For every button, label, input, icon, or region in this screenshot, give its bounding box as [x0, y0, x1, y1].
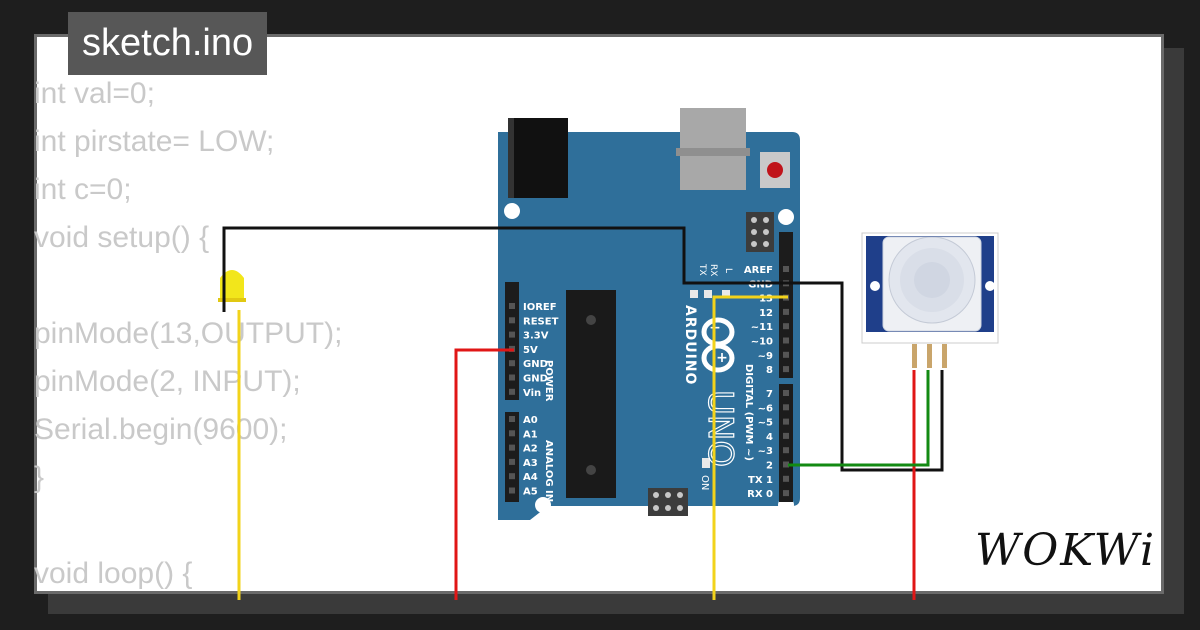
- header-pin[interactable]: [509, 303, 515, 309]
- pin-label: IOREF: [523, 302, 557, 313]
- digital-header-bottom[interactable]: [779, 384, 793, 502]
- pin-label: 12: [759, 308, 773, 319]
- header-pin[interactable]: [783, 475, 789, 482]
- model-label: UNO: [700, 390, 740, 467]
- header-pin[interactable]: [509, 374, 515, 381]
- header-pin[interactable]: [509, 388, 515, 395]
- header-pin[interactable]: [783, 266, 789, 272]
- pir-motion-sensor[interactable]: + D−: [861, 232, 999, 368]
- header-pin[interactable]: [783, 323, 789, 330]
- tx-label: TX: [697, 263, 707, 276]
- power-jack: [514, 118, 568, 198]
- pin-label: ~10: [751, 337, 773, 348]
- header-pin[interactable]: [783, 432, 789, 439]
- wire-gnd-black[interactable]: [222, 226, 944, 472]
- pin-label: GND: [523, 359, 548, 370]
- digital-title: DIGITAL (PWM ~): [743, 364, 754, 461]
- pin-label: A4: [523, 472, 538, 483]
- pin-label: ~11: [751, 322, 773, 333]
- code-line: int pirstate= LOW;: [34, 125, 275, 158]
- pin-label: 3.3V: [523, 331, 549, 342]
- pin-label: A1: [523, 429, 538, 440]
- header-pin[interactable]: [783, 404, 789, 411]
- code-line: int c=0;: [34, 173, 132, 206]
- code-line: void setup() {: [34, 221, 210, 254]
- pin-label: Vin: [523, 388, 541, 399]
- pin-label: A2: [523, 444, 538, 455]
- code-listing: int val=0; int pirstate= LOW; int c=0; void…: [34, 70, 342, 598]
- header-pin[interactable]: [783, 337, 789, 344]
- pin-label: ~9: [758, 351, 773, 362]
- arduino-logo-icon: [701, 317, 735, 373]
- header-pin[interactable]: [509, 458, 515, 465]
- sensor-pin-label: D: [926, 333, 934, 344]
- digital-header-top[interactable]: [779, 232, 793, 378]
- pin-label: 4: [766, 432, 773, 443]
- wire-5v-red[interactable]: [454, 348, 514, 600]
- header-pin[interactable]: [509, 416, 515, 422]
- header-pin[interactable]: [509, 331, 515, 338]
- l-label: L: [723, 268, 733, 273]
- code-line: void loop() {: [34, 557, 193, 590]
- header-pin[interactable]: [509, 360, 515, 367]
- header-pin[interactable]: [783, 390, 789, 396]
- pin-label: 7: [766, 389, 773, 400]
- sketch-title: sketch.ino: [68, 12, 268, 75]
- brand-label: ARDUINO: [682, 305, 698, 385]
- power-header[interactable]: [505, 282, 519, 400]
- pin-label: 2: [766, 461, 773, 472]
- code-line: int val=0;: [34, 77, 155, 110]
- pin-label: ~5: [758, 418, 773, 429]
- pin-label: GND: [748, 279, 773, 290]
- yellow-led[interactable]: [218, 270, 246, 302]
- sensor-pin-label: −: [941, 333, 949, 344]
- analog-header[interactable]: [505, 412, 519, 502]
- wire-signal-green[interactable]: [788, 370, 930, 467]
- pin-label: 8: [766, 365, 773, 376]
- header-pin[interactable]: [783, 418, 789, 425]
- arduino-uno-board[interactable]: − + ARDUINO UNO ON TX RX L POWER ANALOG …: [498, 108, 800, 520]
- pin-label: A3: [523, 458, 538, 469]
- pin-label: ~3: [758, 446, 773, 457]
- pin-label: A0: [523, 415, 538, 426]
- header-pin[interactable]: [509, 444, 515, 451]
- header-pin[interactable]: [783, 308, 789, 315]
- code-line: pinMode(13,OUTPUT);: [34, 317, 343, 350]
- header-pin[interactable]: [509, 487, 515, 494]
- pin-label: RX 0: [747, 489, 773, 500]
- code-line: Serial.begin(9600);: [34, 413, 288, 446]
- pin-label: GND: [523, 374, 548, 385]
- pin-label: ~6: [758, 403, 773, 414]
- header-pin[interactable]: [783, 447, 789, 454]
- pin-label: TX 1: [748, 475, 773, 486]
- svg-text:+: +: [716, 350, 728, 366]
- header-pin[interactable]: [509, 317, 515, 324]
- pin-label: A5: [523, 487, 538, 498]
- wokwi-logo: WOKWi: [975, 525, 1157, 576]
- header-pin[interactable]: [509, 473, 515, 480]
- pin-label: 5V: [523, 345, 538, 356]
- code-line: }: [34, 461, 45, 494]
- header-pin[interactable]: [509, 430, 515, 437]
- rx-label: RX: [708, 264, 718, 276]
- on-label: ON: [699, 475, 710, 490]
- pin-label: RESET: [523, 316, 559, 327]
- header-pin[interactable]: [783, 490, 789, 497]
- code-line: pinMode(2, INPUT);: [34, 365, 301, 398]
- wire-pin13-yellow[interactable]: [712, 295, 788, 600]
- header-pin[interactable]: [783, 366, 789, 373]
- header-pin[interactable]: [783, 461, 789, 468]
- header-pin[interactable]: [783, 351, 789, 358]
- power-title: POWER: [543, 360, 554, 402]
- pin-label: AREF: [744, 265, 773, 276]
- pin-label: 13: [759, 294, 773, 305]
- analog-title: ANALOG IN: [543, 440, 554, 502]
- sensor-pin-label: +: [911, 333, 919, 344]
